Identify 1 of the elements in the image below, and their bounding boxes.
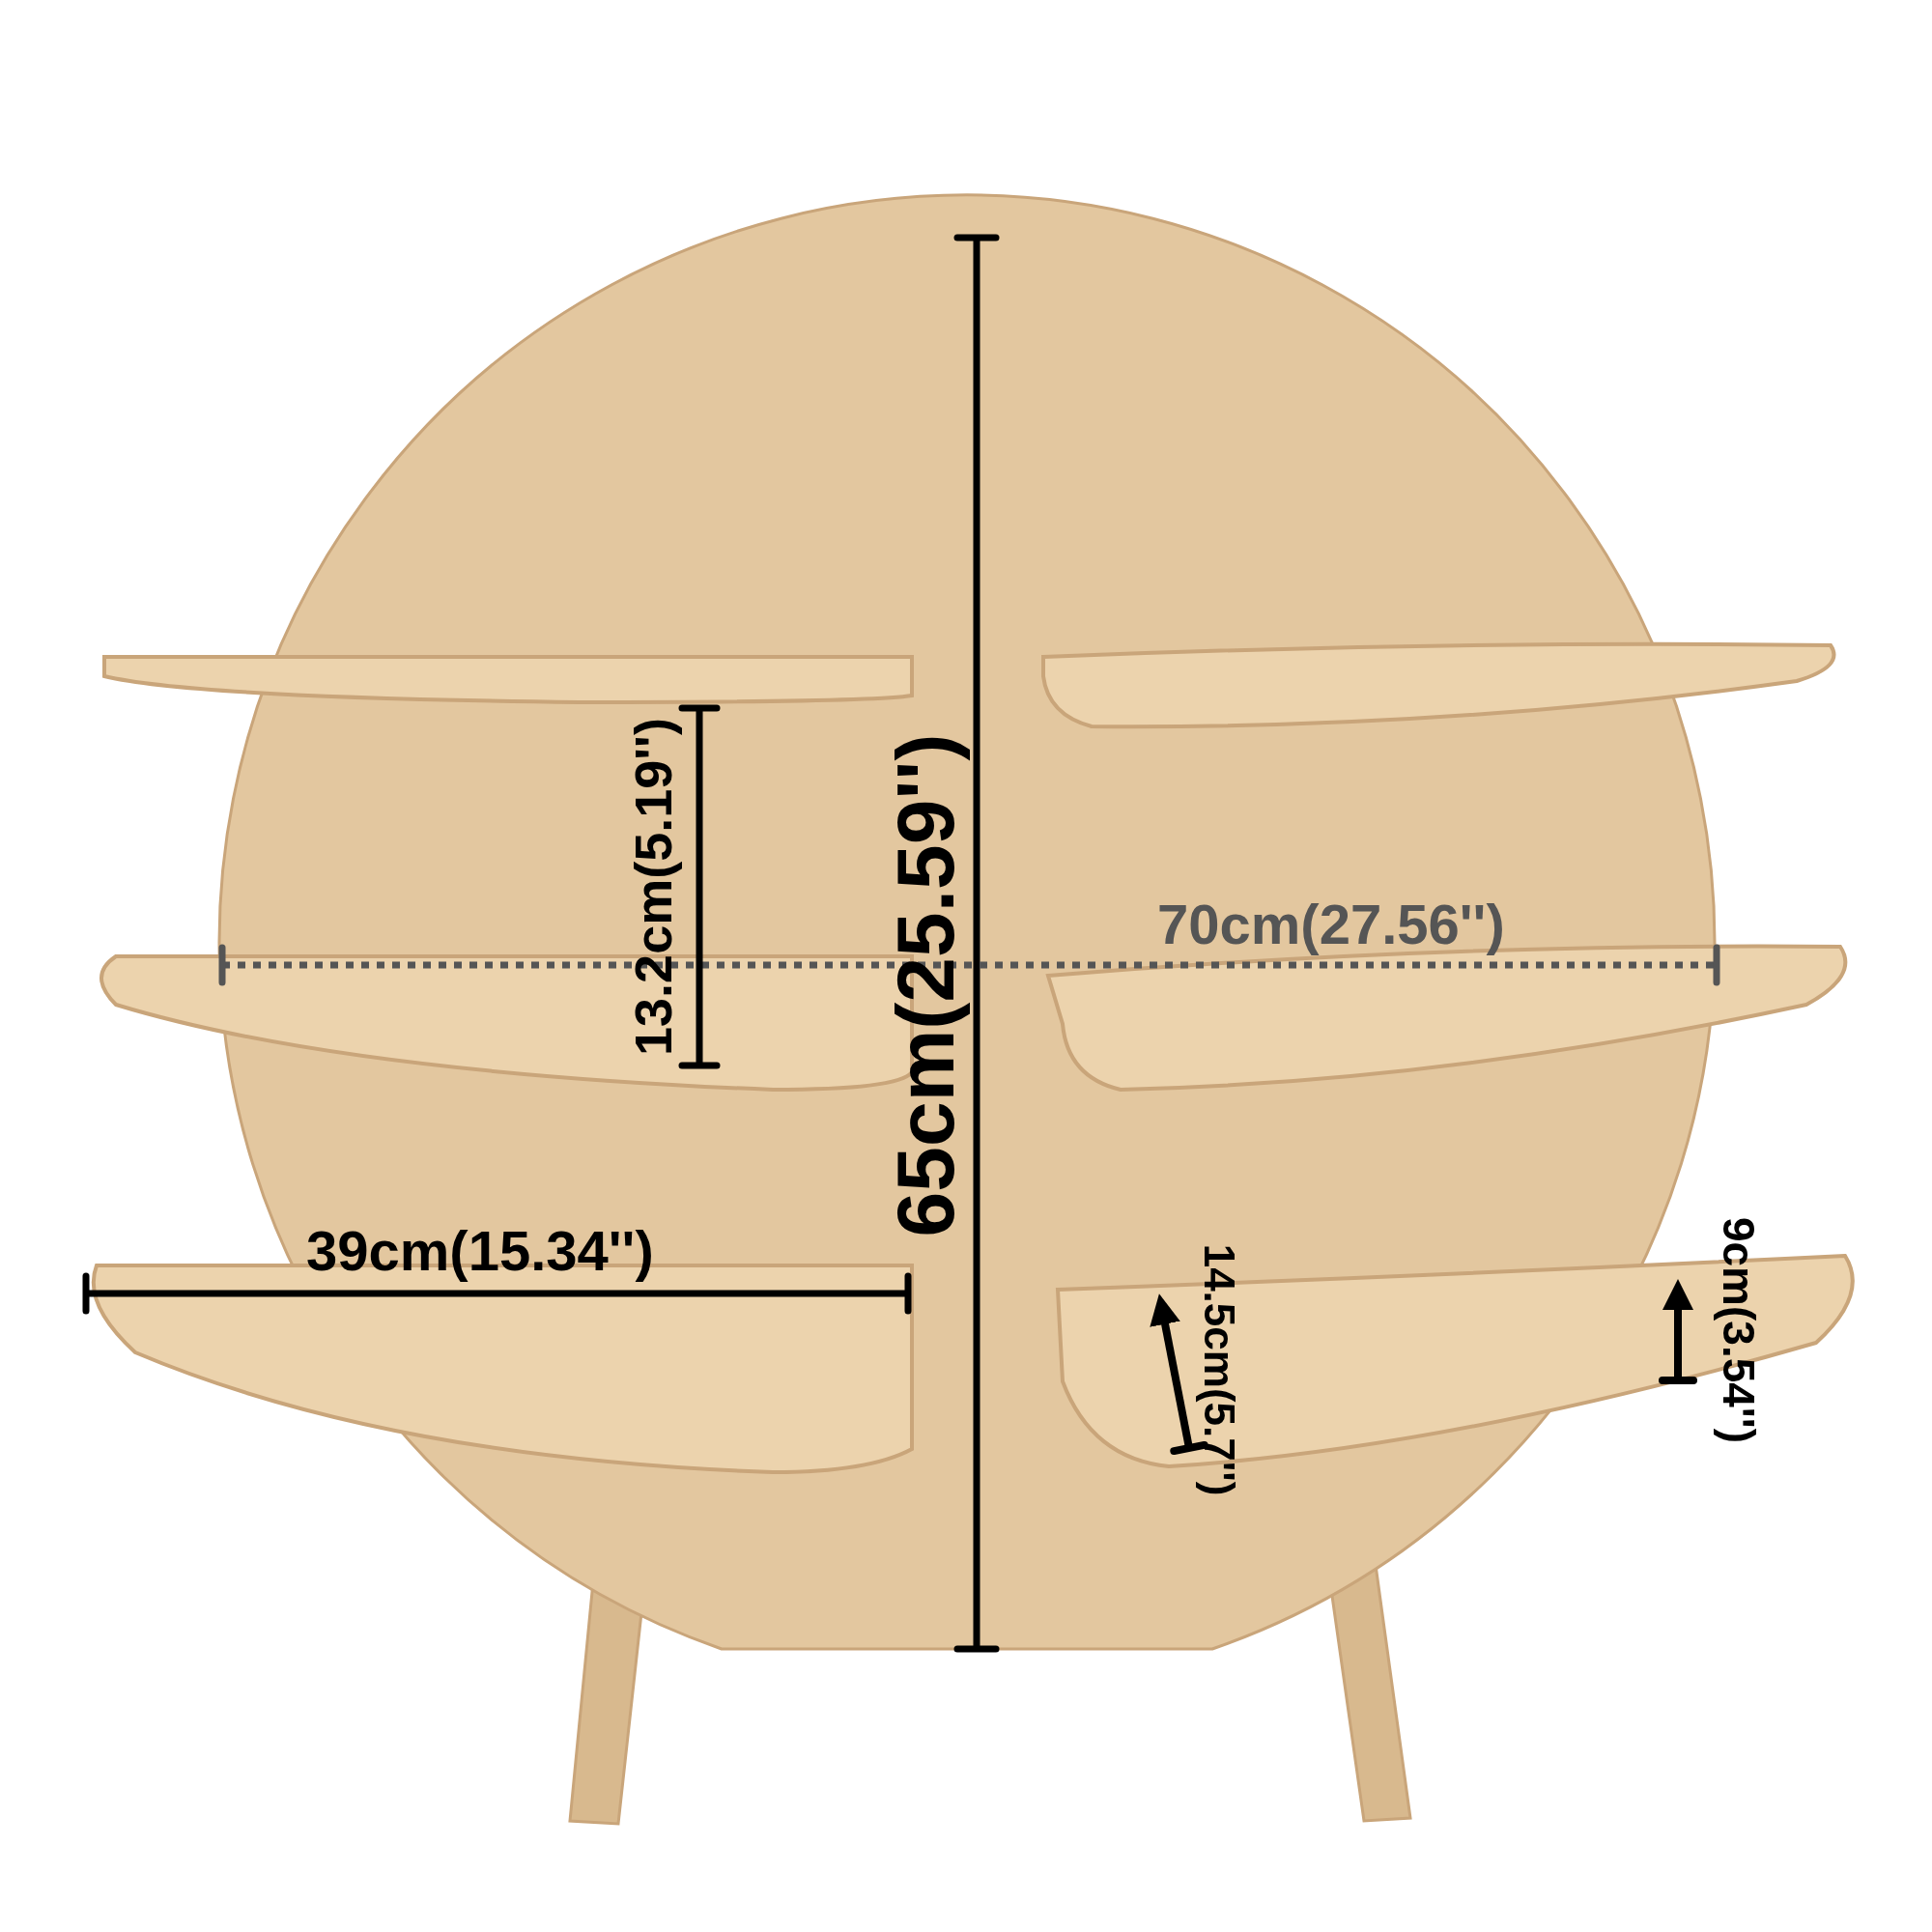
dimension-label: 14.5cm(5.7'') <box>1197 1243 1240 1496</box>
